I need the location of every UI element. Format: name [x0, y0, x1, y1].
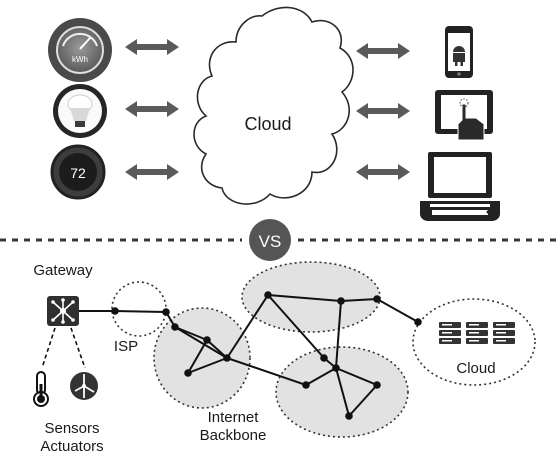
isp-circle: [111, 281, 167, 337]
sensors-label: Sensors: [44, 420, 99, 437]
sensor-link: [41, 327, 56, 369]
network-node: [414, 318, 422, 326]
gateway-label: Gateway: [33, 262, 93, 279]
network-node: [302, 381, 310, 389]
double-arrow-icon: [125, 39, 179, 55]
backbone-region: [153, 261, 409, 438]
network-node: [373, 295, 381, 303]
android-phone-icon: [445, 26, 473, 78]
laptop-icon: [420, 152, 500, 221]
thermostat-temperature: 72: [70, 165, 86, 181]
smart-bulb-icon: [53, 84, 107, 138]
remote-cloud-label: Cloud: [456, 360, 495, 377]
meter-unit-text: kWh: [72, 55, 88, 64]
vs-label: VS: [259, 232, 282, 251]
network-node: [345, 412, 353, 420]
wind-turbine-icon: [70, 372, 98, 400]
network-node: [171, 323, 179, 331]
cloud-label: Cloud: [244, 114, 291, 134]
network-nodes: [111, 291, 422, 420]
gateway-icon: [47, 296, 79, 326]
network-node: [111, 307, 119, 315]
network-node: [162, 308, 170, 316]
double-arrow-icon: [125, 164, 179, 180]
network-node: [223, 354, 231, 362]
network-node: [264, 291, 272, 299]
actuator-link: [70, 327, 86, 369]
network-node: [373, 381, 381, 389]
network-node: [332, 364, 340, 372]
isp-label: ISP: [114, 338, 138, 355]
double-arrow-icon: [125, 101, 179, 117]
network-node: [184, 369, 192, 377]
network-node: [203, 336, 211, 344]
cloud-shape: Cloud: [193, 6, 354, 205]
backbone-label-line1: Internet: [208, 409, 260, 426]
tablet-touch-icon: [435, 90, 493, 141]
server-rack-icon: [439, 322, 515, 344]
double-arrow-icon: [356, 43, 410, 59]
backbone-label-line2: Backbone: [200, 427, 267, 444]
vs-badge: VS: [249, 219, 291, 261]
actuators-label: Actuators: [40, 438, 103, 452]
thermometer-icon: [33, 371, 49, 407]
network-node: [320, 354, 328, 362]
network-node: [337, 297, 345, 305]
thermostat-icon: 72: [50, 144, 106, 200]
double-arrow-icon: [356, 103, 410, 119]
double-arrow-icon: [356, 164, 410, 180]
energy-meter-icon: kWh: [48, 18, 112, 82]
